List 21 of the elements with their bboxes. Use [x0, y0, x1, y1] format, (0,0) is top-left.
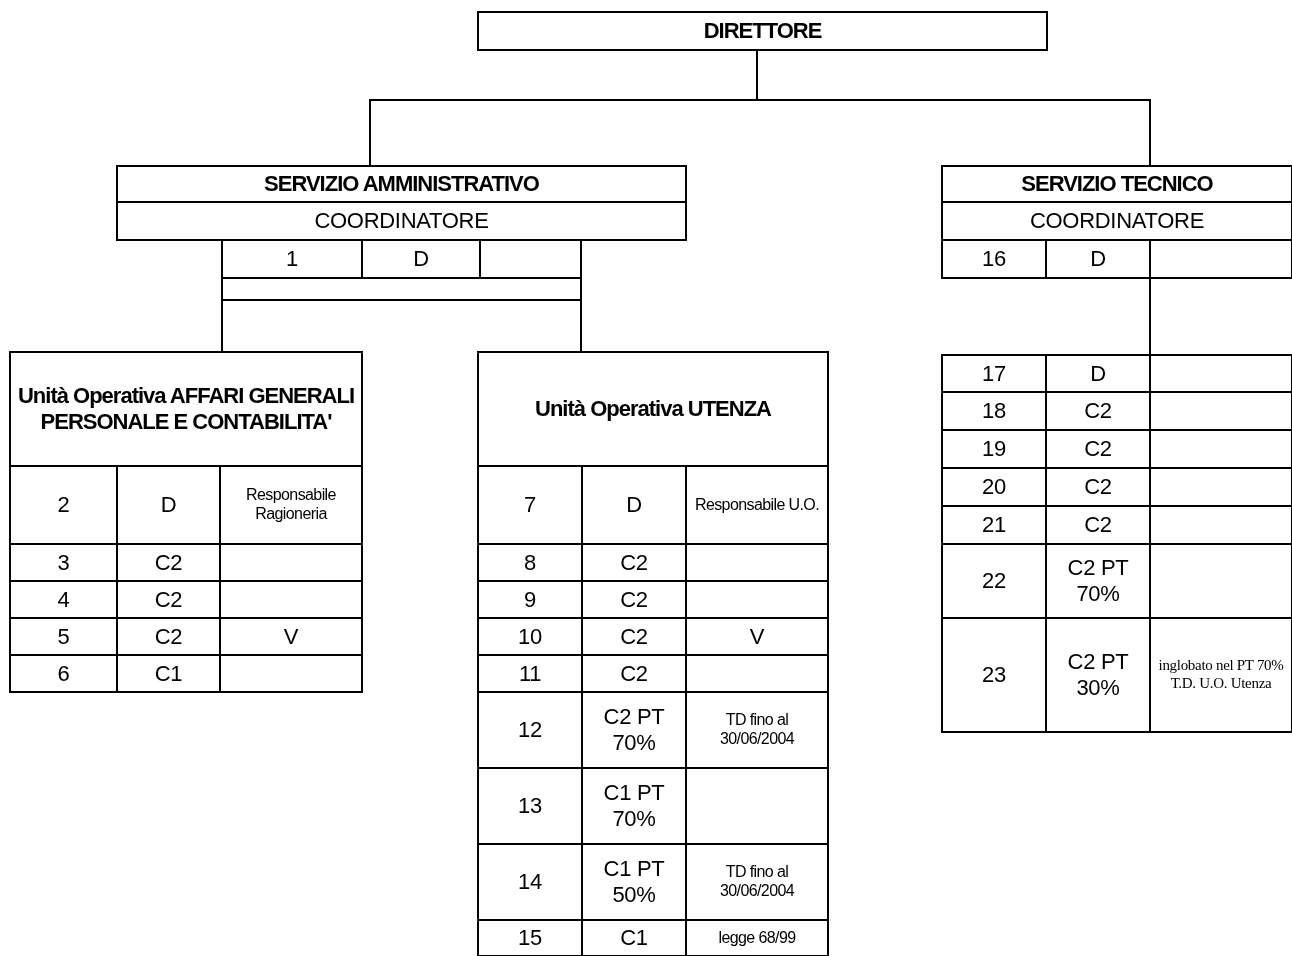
org-chart-table [942, 166, 1292, 278]
table-cell: SERVIZIO AMMINISTRATIVO [116, 165, 687, 203]
org-chart-table [10, 352, 362, 692]
table-cell: legge 68/99 [685, 919, 829, 956]
connector-line [1149, 277, 1151, 356]
table-cell: 17 [941, 354, 1047, 393]
org-chart-table [478, 352, 828, 956]
table-cell: 16 [941, 239, 1047, 279]
org-chart-table [117, 166, 686, 278]
table-cell: DIRETTORE [477, 11, 1048, 51]
table-cell: 15 [477, 919, 583, 956]
table-cell: COORDINATORE [941, 201, 1292, 241]
table-cell: 6 [9, 654, 118, 693]
table-cell: SERVIZIO TECNICO [941, 165, 1292, 203]
table-cell: Unità Operativa UTENZA [477, 351, 829, 467]
table-cell: Unità Operativa AFFARI GENERALI PERSONALE E CONTABILITA' [9, 351, 363, 467]
org-chart-table [942, 355, 1292, 732]
table-cell: COORDINATORE [116, 201, 687, 241]
table-cell: 23 [941, 617, 1047, 733]
table-cell: inglobato nel PT 70% T.D. U.O. Utenza [1149, 617, 1292, 733]
table-cell: 1 [221, 239, 363, 279]
